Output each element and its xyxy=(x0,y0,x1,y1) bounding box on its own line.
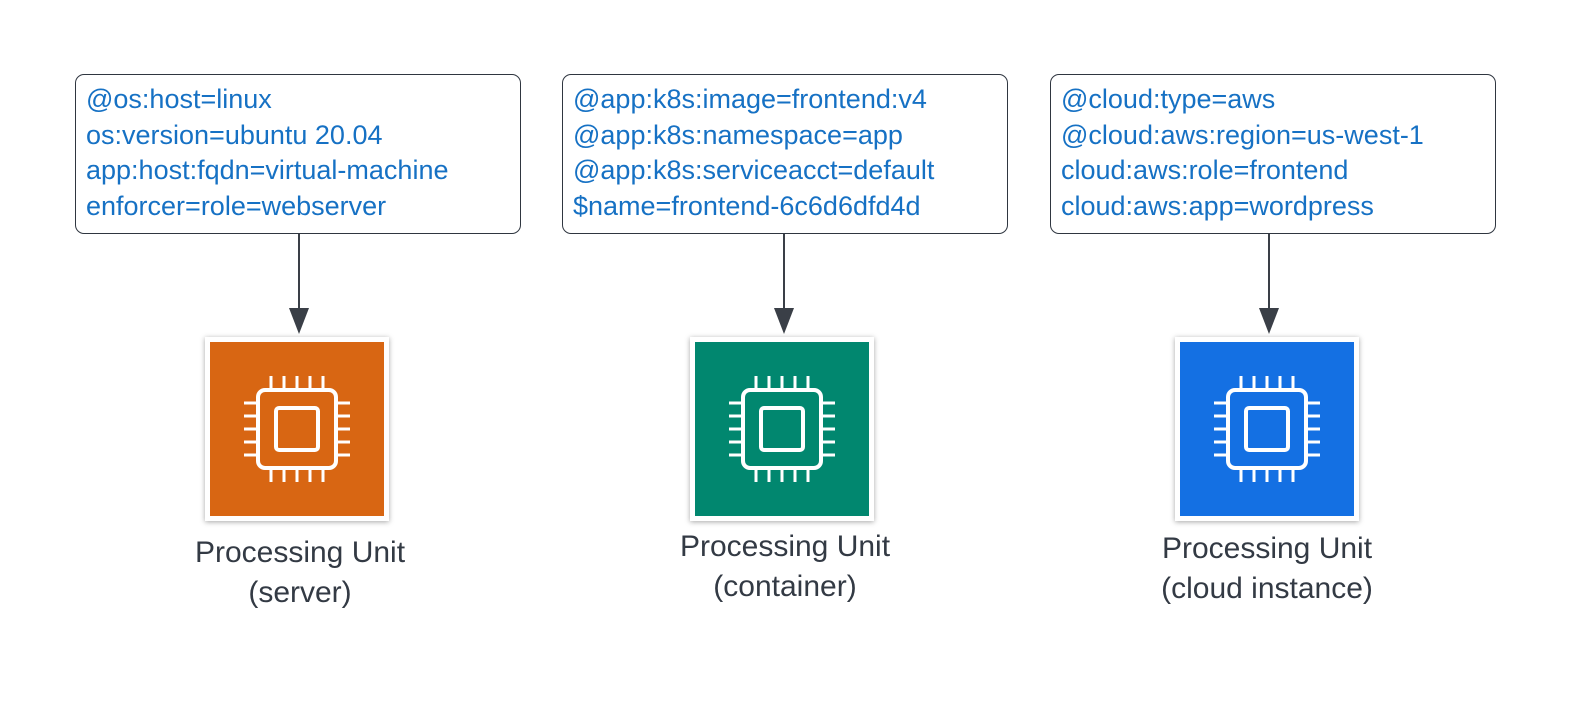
label-line: $name=frontend-6c6d6dfd4d xyxy=(573,190,921,221)
unit-column-server: @os:host=linux os:version=ubuntu 20.04 a… xyxy=(75,0,525,718)
cpu-chip-icon xyxy=(1175,337,1359,521)
arrow-down-connector xyxy=(289,234,309,334)
label-line: @cloud:type=aws xyxy=(1061,84,1276,114)
caption-title: Processing Unit xyxy=(1161,532,1373,565)
label-line: enforcer=role=webserver xyxy=(86,190,387,221)
label-line: @app:k8s:image=frontend:v4 xyxy=(573,84,927,114)
caption-subtitle: (server) xyxy=(248,576,352,609)
label-box: @cloud:type=aws @cloud:aws:region=us-wes… xyxy=(1050,74,1496,234)
unit-caption: Processing Unit (container) xyxy=(560,527,1010,607)
label-line: @os:host=linux xyxy=(86,84,272,114)
unit-caption: Processing Unit (server) xyxy=(75,533,525,613)
label-line: app:host:fqdn=virtual-machine xyxy=(86,155,449,185)
label-box: @app:k8s:image=frontend:v4 @app:k8s:name… xyxy=(562,74,1008,234)
cpu-chip-icon xyxy=(690,337,874,521)
unit-caption: Processing Unit (cloud instance) xyxy=(1042,529,1492,609)
caption-subtitle: (container) xyxy=(713,570,857,603)
label-line: @cloud:aws:region=us-west-1 xyxy=(1061,119,1424,150)
label-line: @app:k8s:namespace=app xyxy=(573,119,903,150)
label-line: cloud:aws:role=frontend xyxy=(1061,155,1349,185)
caption-title: Processing Unit xyxy=(194,536,406,569)
arrow-down-connector xyxy=(774,234,794,334)
label-line: @app:k8s:serviceacct=default xyxy=(573,155,935,185)
chip-graphic xyxy=(1180,342,1354,516)
cpu-chip-icon xyxy=(205,337,389,521)
label-box: @os:host=linux os:version=ubuntu 20.04 a… xyxy=(75,74,521,234)
arrow-down-connector xyxy=(1259,234,1279,334)
chip-graphic xyxy=(210,342,384,516)
unit-column-cloud-instance: @cloud:type=aws @cloud:aws:region=us-wes… xyxy=(1050,0,1500,718)
label-line: os:version=ubuntu 20.04 xyxy=(86,119,383,150)
chip-graphic xyxy=(695,342,869,516)
unit-column-container: @app:k8s:image=frontend:v4 @app:k8s:name… xyxy=(562,0,1012,718)
label-line: cloud:aws:app=wordpress xyxy=(1061,190,1374,221)
caption-subtitle: (cloud instance) xyxy=(1161,572,1373,605)
caption-title: Processing Unit xyxy=(679,530,891,563)
